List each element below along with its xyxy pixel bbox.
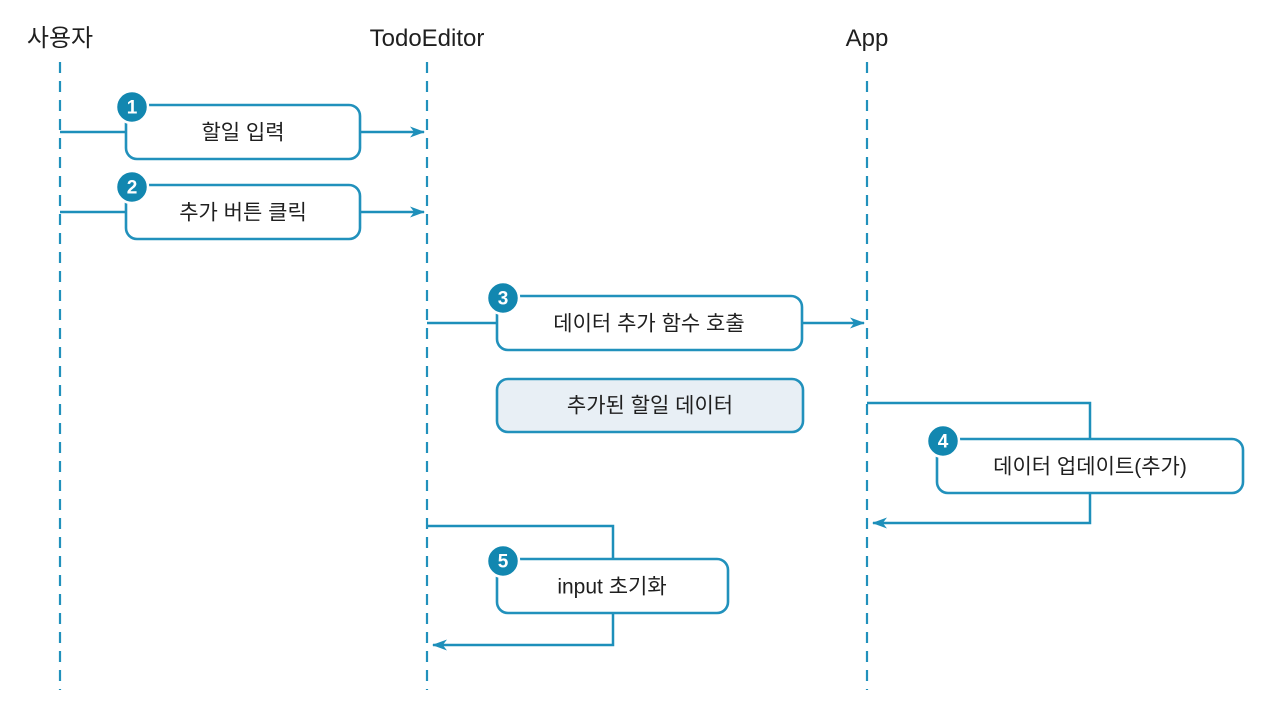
- step-5-label: input 초기화: [557, 576, 666, 599]
- step-3-number: 3: [498, 289, 509, 310]
- step-1-number-badge: [114, 89, 150, 125]
- step-5-number-badge: [485, 543, 521, 579]
- actor-label-user: 사용자: [27, 25, 93, 52]
- step-1: 할일 입력 1: [114, 89, 362, 161]
- step-4-number: 4: [938, 432, 949, 453]
- step-3-box: [495, 294, 804, 352]
- step-1-number: 1: [127, 98, 138, 119]
- step-2: 추가 버튼 클릭 2: [114, 169, 362, 241]
- step-2-box: [124, 183, 362, 241]
- step-2-number: 2: [127, 178, 138, 199]
- step-2-number-badge: [114, 169, 150, 205]
- step-3-number-badge: [485, 280, 521, 316]
- step-4: 데이터 업데이트(추가) 4: [925, 423, 1245, 495]
- step-3: 데이터 추가 함수 호출 3: [485, 280, 804, 352]
- step-5: input 초기화 5: [485, 543, 730, 615]
- step-1-box: [124, 103, 362, 161]
- data-note: 추가된 할일 데이터: [495, 377, 805, 434]
- step-4-number-badge: [925, 423, 961, 459]
- step-3-label: 데이터 추가 함수 호출: [553, 313, 744, 336]
- data-note-label: 추가된 할일 데이터: [567, 395, 733, 418]
- step-1-label: 할일 입력: [201, 122, 284, 145]
- step-4-box: [935, 437, 1245, 495]
- actor-label-todo-editor: TodoEditor: [370, 25, 485, 52]
- step-5-box: [495, 557, 730, 615]
- step-2-label: 추가 버튼 클릭: [179, 202, 307, 225]
- actor-label-app: App: [846, 25, 889, 52]
- step-5-number: 5: [498, 552, 509, 573]
- step-4-label: 데이터 업데이트(추가): [993, 456, 1187, 479]
- data-note-box: [495, 377, 805, 434]
